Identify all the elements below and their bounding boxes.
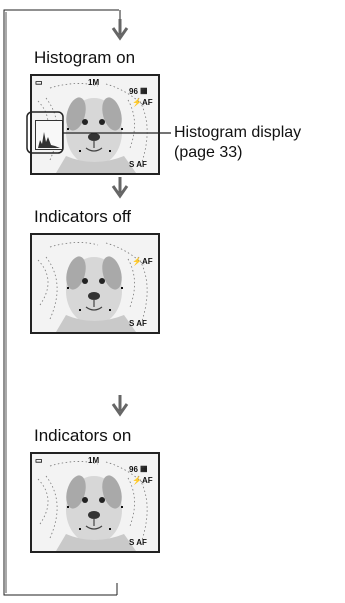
indicators-on-title: Indicators on bbox=[34, 426, 132, 445]
dog-photo bbox=[32, 235, 158, 332]
lcd-screen-histogram-on: ▭ 1M 96 ▦ ⚡AF S AF bbox=[30, 74, 160, 175]
flash-icon: ⚡AF bbox=[132, 98, 153, 107]
image-size-indicator: 1M bbox=[88, 78, 100, 87]
battery-icon: ▭ bbox=[35, 78, 43, 87]
histogram-display-text: Histogram display bbox=[174, 124, 302, 141]
down-arrow-icon bbox=[111, 19, 129, 41]
focus-indicator: S AF bbox=[129, 538, 147, 547]
remaining-shots: 96 bbox=[129, 87, 138, 96]
focus-indicator: S AF bbox=[129, 160, 147, 169]
histogram-graph bbox=[35, 120, 63, 150]
flash-icon: ⚡AF bbox=[132, 257, 153, 266]
down-arrow-icon bbox=[111, 395, 129, 417]
image-size-indicator: 1M bbox=[88, 456, 100, 465]
histogram-display-label: Histogram display (page 33) bbox=[174, 123, 301, 163]
memory-icon: ▦ bbox=[140, 464, 148, 473]
indicators-off-title: Indicators off bbox=[34, 207, 132, 226]
lcd-screen-indicators-off: ⚡AF S AF bbox=[30, 233, 160, 334]
battery-icon: ▭ bbox=[35, 456, 43, 465]
dog-photo bbox=[32, 454, 158, 551]
page-reference: (page 33) bbox=[174, 144, 243, 161]
histogram-on-title: Histogram on bbox=[34, 48, 136, 67]
lcd-screen-indicators-on: ▭ 1M 96 ▦ ⚡AF S AF bbox=[30, 452, 160, 553]
memory-icon: ▦ bbox=[140, 86, 148, 95]
flash-icon: ⚡AF bbox=[132, 476, 153, 485]
remaining-shots: 96 bbox=[129, 465, 138, 474]
focus-indicator: S AF bbox=[129, 319, 147, 328]
down-arrow-icon bbox=[111, 177, 129, 199]
